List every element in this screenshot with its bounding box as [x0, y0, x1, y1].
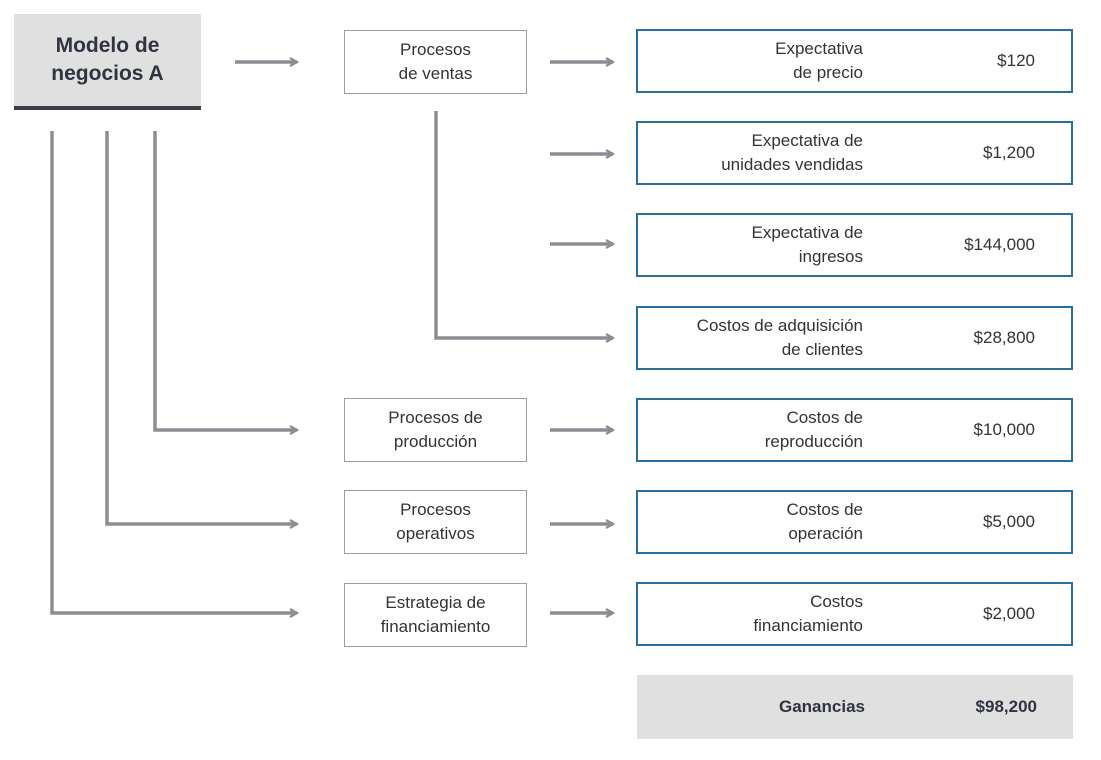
- total-row: Ganancias $98,200: [637, 675, 1073, 739]
- output-label: Expectativa de unidades vendidas: [721, 131, 863, 174]
- arrow-root-to-produccion: [153, 131, 297, 430]
- process-ventas: Procesos de ventas: [344, 30, 527, 94]
- output-precio: Expectativa de precio $120: [636, 29, 1073, 93]
- process-financiamiento: Estrategia de financiamiento: [344, 583, 527, 647]
- output-adquisicion: Costos de adquisición de clientes $28,80…: [636, 306, 1073, 370]
- output-label: Costos financiamiento: [753, 592, 863, 635]
- output-unidades: Expectativa de unidades vendidas $1,200: [636, 121, 1073, 185]
- output-ingresos: Expectativa de ingresos $144,000: [636, 213, 1073, 277]
- process-produccion: Procesos de producción: [344, 398, 527, 462]
- process-label: Estrategia de financiamiento: [380, 593, 491, 636]
- output-value: $10,000: [973, 420, 1035, 439]
- output-label: Costos de operación: [786, 500, 863, 543]
- output-label: Expectativa de precio: [775, 39, 863, 82]
- arrow-root-to-operativos: [105, 131, 297, 524]
- output-operacion: Costos de operación $5,000: [636, 490, 1073, 554]
- output-label: Costos de adquisición de clientes: [696, 316, 863, 359]
- output-value: $2,000: [983, 604, 1035, 623]
- output-value: $5,000: [983, 512, 1035, 531]
- root-label: Modelo de negocios A: [51, 34, 164, 85]
- output-financiamiento: Costos financiamiento $2,000: [636, 582, 1073, 646]
- process-label: Procesos de producción: [388, 408, 483, 451]
- root-node: Modelo de negocios A: [14, 14, 201, 110]
- output-label: Expectativa de ingresos: [751, 223, 863, 266]
- process-label: Procesos de ventas: [398, 40, 473, 83]
- output-value: $120: [997, 51, 1035, 70]
- process-operativos: Procesos operativos: [344, 490, 527, 554]
- process-label: Procesos operativos: [396, 500, 475, 543]
- output-reproduccion: Costos de reproducción $10,000: [636, 398, 1073, 462]
- arrow-root-to-financiamiento: [50, 131, 297, 613]
- output-value: $28,800: [973, 328, 1035, 347]
- arrow-ventas-to-adquisicion: [434, 111, 613, 338]
- output-value: $1,200: [983, 143, 1035, 162]
- output-label: Costos de reproducción: [764, 408, 863, 451]
- total-value: $98,200: [975, 697, 1037, 716]
- total-label: Ganancias: [779, 697, 865, 716]
- output-value: $144,000: [964, 235, 1035, 254]
